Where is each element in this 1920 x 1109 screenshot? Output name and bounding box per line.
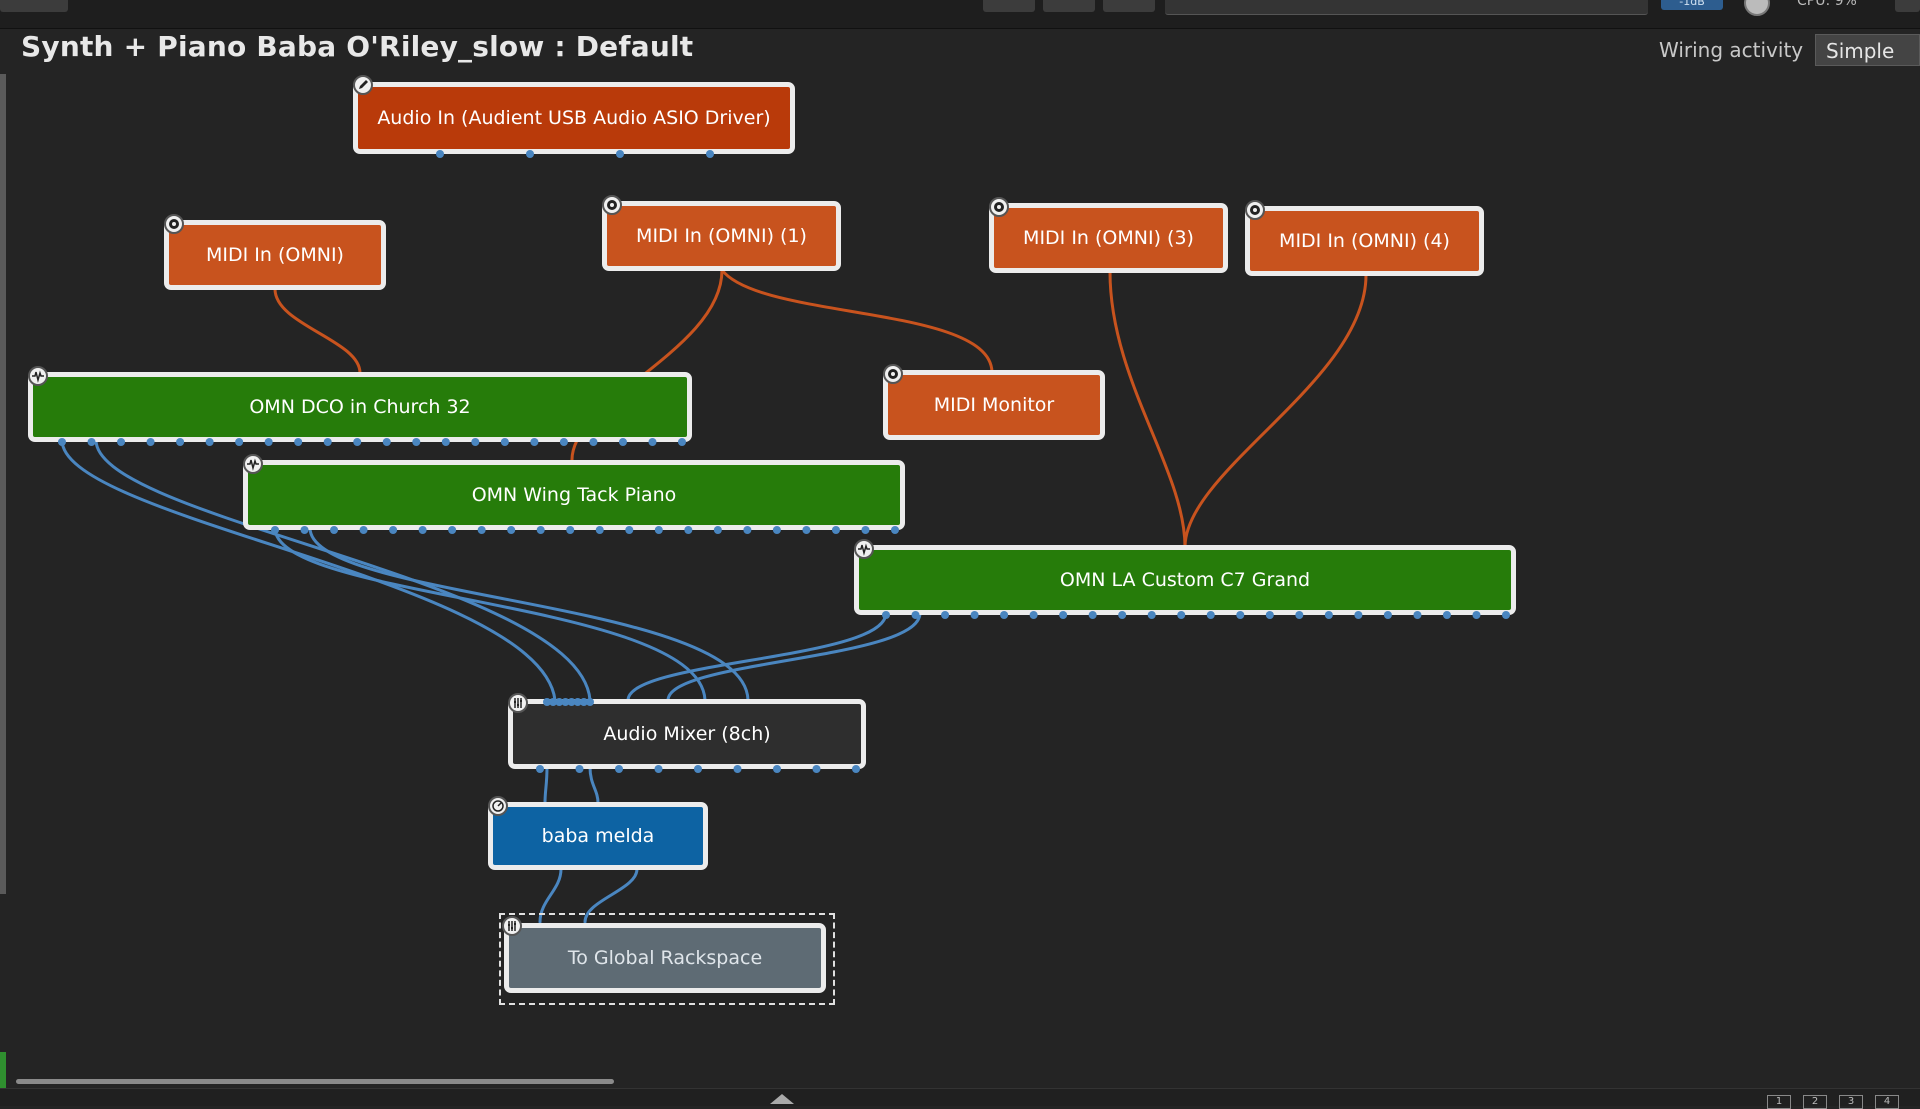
node-midi-in-omni-3[interactable]: MIDI In (OMNI) (3) (989, 203, 1228, 273)
node-label: MIDI In (OMNI) (3) (1023, 227, 1194, 249)
node-label: Audio In (Audient USB Audio ASIO Driver) (377, 107, 771, 129)
toolbar-button[interactable] (0, 0, 68, 12)
node-label: OMN Wing Tack Piano (471, 484, 677, 506)
node-baba-melda[interactable]: baba melda (488, 802, 708, 870)
midi-icon[interactable] (164, 214, 184, 234)
cpu-meter: CPU: 9% (1797, 0, 1857, 9)
mixer-icon[interactable] (502, 916, 522, 936)
wiring-activity-label: Wiring activity (1659, 38, 1804, 62)
selection-outline (499, 913, 835, 1005)
toolbar-button[interactable] (983, 0, 1035, 12)
gauge-icon[interactable] (488, 796, 508, 816)
midi-wire (1183, 273, 1368, 549)
page-title: Synth + Piano Baba O'Riley_slow : Defaul… (21, 30, 694, 63)
pencil-icon[interactable] (353, 75, 373, 95)
node-label: MIDI In (OMNI) (1) (636, 225, 807, 247)
toolbar-field[interactable] (1165, 0, 1648, 15)
node-to-global-rackspace[interactable]: To Global Rackspace (504, 923, 826, 993)
node-midi-monitor[interactable]: MIDI Monitor (883, 370, 1105, 440)
volume-knob[interactable] (1744, 0, 1770, 16)
midi-wire (720, 268, 994, 374)
toolbar-button[interactable] (1043, 0, 1095, 12)
node-label: Audio Mixer (8ch) (603, 723, 771, 745)
node-midi-in-omni[interactable]: MIDI In (OMNI) (164, 220, 386, 290)
page-button[interactable]: 2 (1803, 1095, 1827, 1109)
midi-icon[interactable] (989, 197, 1009, 217)
page-button[interactable]: 1 (1767, 1095, 1791, 1109)
waveform-icon[interactable] (243, 454, 263, 474)
page-button[interactable]: 3 (1839, 1095, 1863, 1109)
node-audio-in[interactable]: Audio In (Audient USB Audio ASIO Driver) (353, 82, 795, 154)
page-button[interactable]: 4 (1875, 1095, 1899, 1109)
node-label: MIDI In (OMNI) (206, 244, 344, 266)
midi-wire (1108, 270, 1187, 549)
node-omn-la-custom-c7-grand[interactable]: OMN LA Custom C7 Grand (854, 545, 1516, 615)
toolbar-button[interactable] (1895, 0, 1920, 12)
node-label: MIDI In (OMNI) (4) (1279, 230, 1450, 252)
node-label: OMN LA Custom C7 Grand (1059, 569, 1311, 591)
node-label: MIDI Monitor (933, 394, 1055, 416)
bottom-bar (0, 1088, 1920, 1106)
audio-wire (666, 611, 922, 702)
midi-icon[interactable] (602, 195, 622, 215)
horizontal-scrollbar[interactable] (16, 1079, 614, 1084)
audio-wire (308, 526, 750, 702)
midi-icon[interactable] (1245, 200, 1265, 220)
left-rail (0, 74, 6, 894)
toolbar-button[interactable] (1103, 0, 1155, 12)
node-midi-in-omni-1[interactable]: MIDI In (OMNI) (1) (602, 201, 841, 271)
node-label: OMN DCO in Church 32 (249, 396, 471, 418)
db-indicator: -1dB (1661, 0, 1723, 10)
node-omn-dco-church[interactable]: OMN DCO in Church 32 (28, 372, 692, 442)
audio-wire (588, 765, 600, 805)
audio-wire (543, 765, 549, 805)
node-omn-wing-tack-piano[interactable]: OMN Wing Tack Piano (243, 460, 905, 530)
midi-wire (273, 287, 362, 375)
top-toolbar: -1dB CPU: 9% (0, 0, 1920, 29)
expand-panel-icon[interactable] (770, 1094, 794, 1104)
node-label: To Global Rackspace (567, 947, 763, 969)
node-label: baba melda (541, 825, 655, 847)
node-audio-mixer-8ch[interactable]: Audio Mixer (8ch) (508, 699, 866, 769)
waveform-icon[interactable] (28, 366, 48, 386)
mixer-icon[interactable] (508, 693, 528, 713)
midi-icon[interactable] (883, 364, 903, 384)
left-rail-indicator (0, 1052, 6, 1088)
audio-wire (626, 611, 888, 702)
node-midi-in-omni-4[interactable]: MIDI In (OMNI) (4) (1245, 206, 1484, 276)
wiring-activity-select[interactable]: Simple (1815, 34, 1920, 66)
audio-wire (273, 526, 707, 702)
waveform-icon[interactable] (854, 539, 874, 559)
